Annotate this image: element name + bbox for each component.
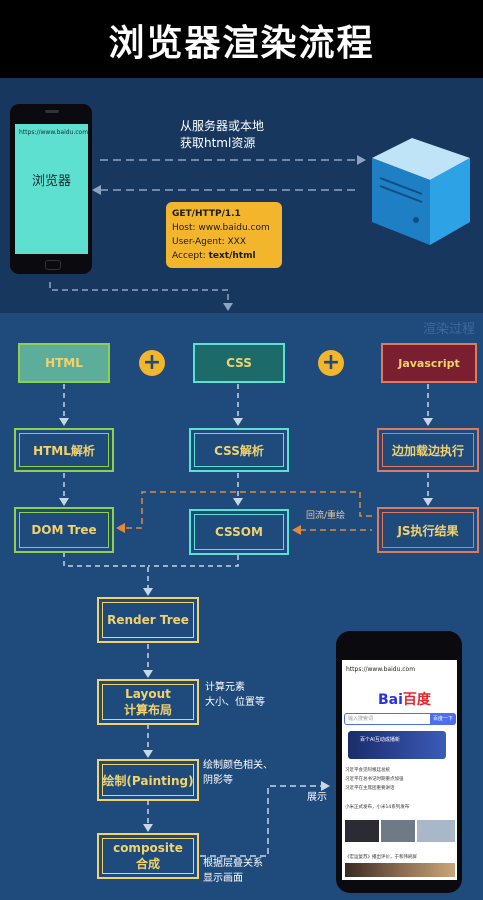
display-arrow xyxy=(200,785,322,857)
to-dom-arrowhead xyxy=(116,523,125,533)
response-arrow xyxy=(92,185,360,195)
down-to-render-arrow xyxy=(49,282,233,311)
search-button[interactable]: 百度一下 xyxy=(430,713,456,725)
plus-icon: + xyxy=(139,350,165,376)
render-section-label: 渲染过程 xyxy=(422,322,475,337)
title-bar xyxy=(0,0,483,78)
news-item[interactable]: 习近平会见阿根廷总统 xyxy=(345,768,390,773)
logo-part-a: Bai xyxy=(378,692,403,708)
server-icon xyxy=(372,138,470,245)
http-line-1: GET/HTTP/1.1 xyxy=(172,209,241,219)
cssom-box: CSSOM xyxy=(189,509,289,555)
html-label: HTML xyxy=(45,356,83,370)
request-line-2: 获取html资源 xyxy=(180,136,256,150)
http-request-box xyxy=(166,202,282,268)
layout-note-line: 计算元素 xyxy=(205,682,245,693)
paint-note-line: 绘制颜色相关、 xyxy=(203,760,273,771)
composite-note-line: 根据层叠关系 xyxy=(203,858,263,869)
browser-screen xyxy=(15,124,88,254)
search-placeholder: 输入搜索词 xyxy=(348,716,374,722)
news-item[interactable]: 习近平在总书记时期重点加强 xyxy=(345,777,404,782)
layout-label: Layout xyxy=(125,687,171,701)
accept-value: text/html xyxy=(208,251,256,261)
news-image xyxy=(345,820,379,842)
news-item[interactable]: 习近平在主席团重要讲话 xyxy=(345,786,395,791)
banner-text: 百个AI互动成播新 xyxy=(360,737,400,743)
reflow-label: 回流/重绘 xyxy=(306,511,346,521)
composite-box: composite 合成 xyxy=(97,833,199,879)
layout-note-line: 大小、位置等 xyxy=(205,697,265,708)
flow-arrows xyxy=(63,384,429,826)
render-tree-label: Render Tree xyxy=(107,613,189,627)
js-feedback-arrows xyxy=(124,491,372,531)
css-parse-label: CSS解析 xyxy=(214,443,264,458)
http-line-4: Accept: text/html xyxy=(172,251,256,261)
flow-arrowheads xyxy=(59,418,433,832)
paint-note-line: 阴影等 xyxy=(203,775,233,786)
news-image xyxy=(381,820,415,842)
css-label: CSS xyxy=(226,356,252,370)
js-result-box: JS执行结果 xyxy=(377,507,479,553)
html-parse-label: HTML解析 xyxy=(33,443,95,458)
display-label: 展示 xyxy=(307,792,327,803)
html-parse-box: HTML解析 xyxy=(14,428,114,472)
layout-box: Layout 计算布局 xyxy=(97,679,199,725)
news-image xyxy=(345,863,455,877)
phone-notch xyxy=(45,110,59,113)
painting-label: 绘制(Painting) xyxy=(102,773,194,788)
result-banner[interactable] xyxy=(348,731,446,759)
http-line-2: Host: www.baidu.com xyxy=(172,223,270,233)
request-line-1: 从服务器或本地 xyxy=(180,119,265,133)
paint-note: 绘制颜色相关、阴影等 xyxy=(203,758,273,788)
composite-note-line: 显示画面 xyxy=(203,873,243,884)
js-exec-label: 边加载边执行 xyxy=(391,443,464,458)
result-url: https://www.baidu.com xyxy=(346,666,416,673)
request-arrow xyxy=(100,155,366,165)
composite-note: 根据层叠关系显示画面 xyxy=(203,856,263,886)
painting-box: 绘制(Painting) xyxy=(97,759,199,801)
render-tree-box: Render Tree xyxy=(97,597,199,643)
composite-sub-label: 合成 xyxy=(135,857,160,871)
dom-tree-box: DOM Tree xyxy=(14,507,114,553)
page-title: 浏览器渲染流程 xyxy=(108,23,375,64)
logo-part-b: 百度 xyxy=(402,692,431,708)
cssom-label: CSSOM xyxy=(215,525,263,539)
js-result-label: JS执行结果 xyxy=(397,523,459,538)
news-item[interactable]: 小米正式发布，小米14系列发布 xyxy=(345,805,410,810)
css-parse-box: CSS解析 xyxy=(189,428,289,472)
plus-icon: + xyxy=(318,350,344,376)
phone-home-button xyxy=(45,260,61,270)
css-box: CSS xyxy=(193,343,285,383)
browser-url: https://www.baidu.com xyxy=(19,129,89,136)
javascript-box: Javascript xyxy=(381,343,477,383)
to-cssom-arrowhead xyxy=(292,525,301,535)
http-line-3: User-Agent: XXX xyxy=(172,237,247,247)
js-exec-box: 边加载边执行 xyxy=(377,428,479,472)
browser-label: 浏览器 xyxy=(31,174,71,189)
javascript-label: Javascript xyxy=(398,356,460,370)
request-description: 从服务器或本地 获取html资源 xyxy=(180,118,264,152)
baidu-logo: Bai百度 xyxy=(378,689,431,709)
layout-note: 计算元素大小、位置等 xyxy=(205,680,265,710)
result-screen xyxy=(342,660,457,880)
dom-tree-label: DOM Tree xyxy=(31,523,97,537)
html-box: HTML xyxy=(18,343,110,383)
layout-sub-label: 计算布局 xyxy=(123,703,172,717)
accept-key: Accept: xyxy=(172,251,209,261)
news-image xyxy=(417,820,455,842)
composite-label: composite xyxy=(113,841,183,855)
news-item[interactable]: 《宏运复苏》播出评价，于和伟刷屏 xyxy=(345,855,417,860)
